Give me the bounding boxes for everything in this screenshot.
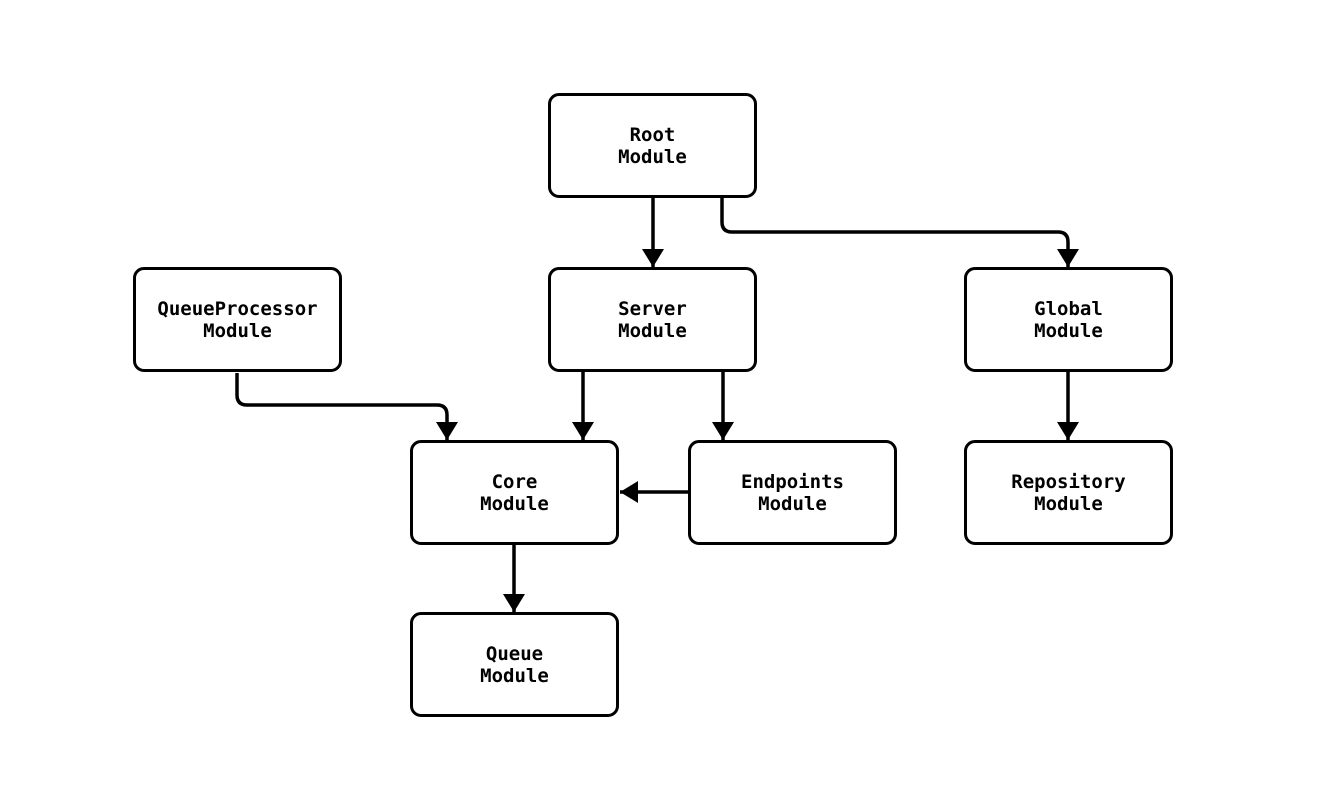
node-repository-module: Repository Module — [964, 440, 1173, 545]
edge-root-to-global — [720, 198, 1079, 267]
node-endpoints-module: Endpoints Module — [688, 440, 897, 545]
node-server-module: Server Module — [548, 267, 757, 372]
node-queueprocessor-module: QueueProcessor Module — [133, 267, 342, 372]
node-queue-module: Queue Module — [410, 612, 619, 717]
edge-queueprocessor-to-core — [235, 373, 458, 440]
node-core-module: Core Module — [410, 440, 619, 545]
node-root-module: Root Module — [548, 93, 757, 198]
node-global-module: Global Module — [964, 267, 1173, 372]
